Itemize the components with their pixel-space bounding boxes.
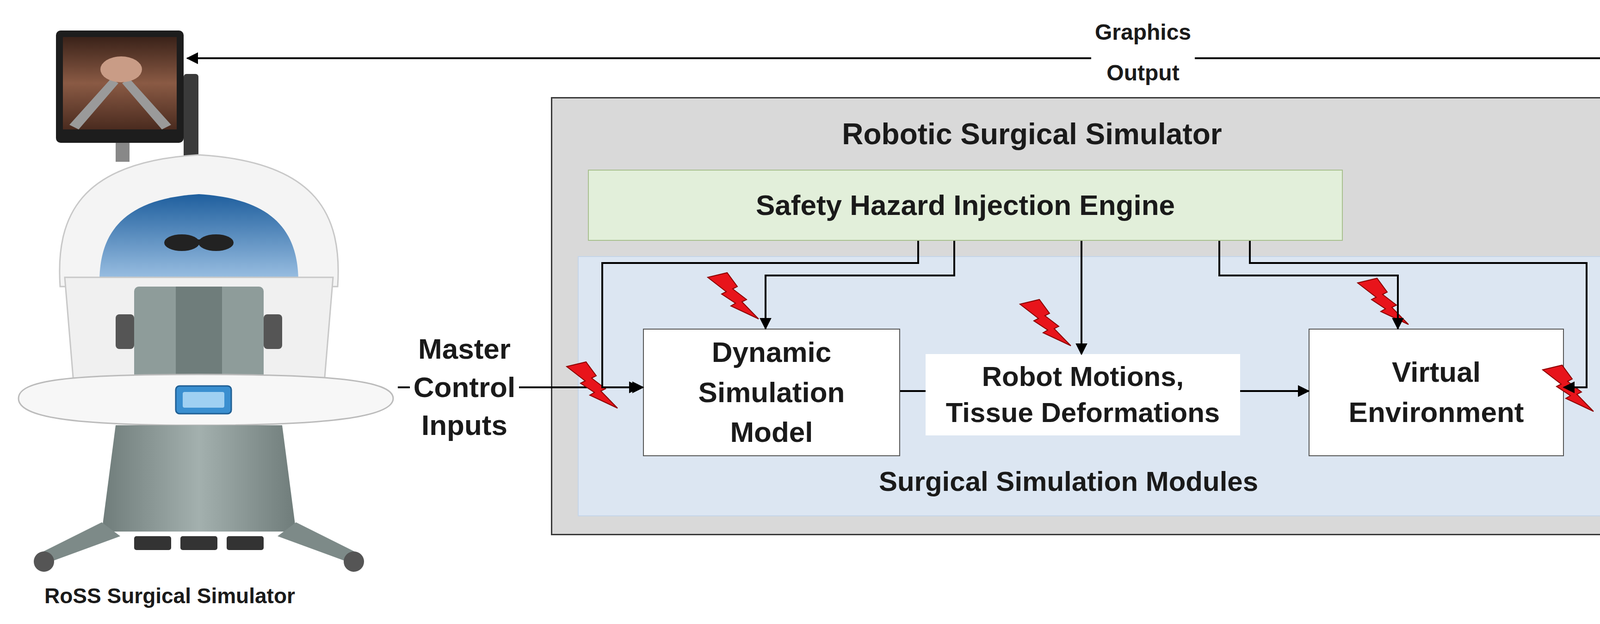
- touchscreen: [175, 386, 232, 414]
- lightning-bolt: [566, 362, 618, 409]
- base-leg: [37, 522, 121, 563]
- box-label: Safety Hazard Injection Engine: [755, 188, 1175, 223]
- data-box: Robot Motions, Tissue Deformations: [925, 354, 1241, 436]
- screen-instrument: [69, 78, 119, 130]
- viewer-hood: [59, 154, 339, 287]
- connector-arrow: [900, 390, 926, 393]
- process-box: Dynamic Simulation Model: [642, 328, 901, 457]
- device-caption: RoSS Surgical Simulator: [40, 583, 299, 610]
- lightning-bolt: [1357, 278, 1409, 325]
- viewer-eyepiece: [198, 234, 234, 252]
- monitor-neck: [115, 141, 130, 162]
- module-group: Surgical Simulation Modules Dynamic Simul…: [577, 256, 1600, 517]
- box-label: Robot Motions, Tissue Deformations: [934, 358, 1231, 432]
- hand-controller: [263, 314, 283, 350]
- screen-tissue: [100, 56, 143, 83]
- viewer-interior: [99, 194, 299, 283]
- connector-arrow: [1249, 240, 1587, 388]
- label-holder: Graphics Output: [1091, 12, 1195, 94]
- connector-arrow: [1080, 240, 1083, 355]
- ross-simulator-illustration: [18, 30, 394, 573]
- foot-pedal: [134, 536, 172, 551]
- graphics-output-line: [187, 57, 1600, 60]
- connector-arrow: [602, 240, 919, 388]
- group-title: Robotic Surgical Simulator: [841, 116, 1222, 153]
- console-body: [64, 277, 334, 389]
- connector-arrow: [1219, 240, 1398, 329]
- foot-pedal: [226, 536, 264, 551]
- console-opening: [134, 286, 264, 389]
- engine-box: Safety Hazard Injection Engine: [587, 169, 1343, 241]
- process-box: Virtual Environment: [1308, 328, 1564, 457]
- box-label: Dynamic Simulation Model: [674, 332, 869, 453]
- connector-arrow: [765, 240, 955, 329]
- lightning-bolt: [1019, 299, 1071, 346]
- wheel: [343, 551, 365, 573]
- hand-controller: [115, 314, 135, 350]
- armrest-table: [18, 374, 394, 426]
- monitor-frame: [55, 30, 184, 143]
- system-box: Robotic Surgical SimulatorSafety Hazard …: [550, 97, 1600, 536]
- connector-arrow: [1240, 390, 1309, 393]
- base-column: [101, 425, 297, 532]
- group-title: Surgical Simulation Modules: [878, 465, 1259, 499]
- touchscreen-display: [182, 392, 225, 408]
- console-column: [175, 286, 223, 389]
- viewer-eyepiece: [164, 234, 200, 252]
- viewer-bridge: [196, 239, 202, 244]
- monitor-arm: [183, 74, 199, 172]
- box-label: Virtual Environment: [1339, 352, 1534, 433]
- foot-pedal: [180, 536, 218, 551]
- base-leg: [277, 522, 361, 563]
- screen-instrument: [122, 78, 172, 130]
- lightning-bolt: [1542, 365, 1594, 412]
- wheel: [33, 551, 55, 573]
- lightning-bolt: [707, 272, 759, 320]
- label-holder: Master Control Inputs: [409, 330, 519, 445]
- label-holder: RoSS Surgical Simulator: [40, 583, 299, 610]
- signal-label: Master Control Inputs: [409, 330, 519, 445]
- monitor-screen: [62, 37, 177, 130]
- signal-label: Graphics Output: [1091, 12, 1195, 94]
